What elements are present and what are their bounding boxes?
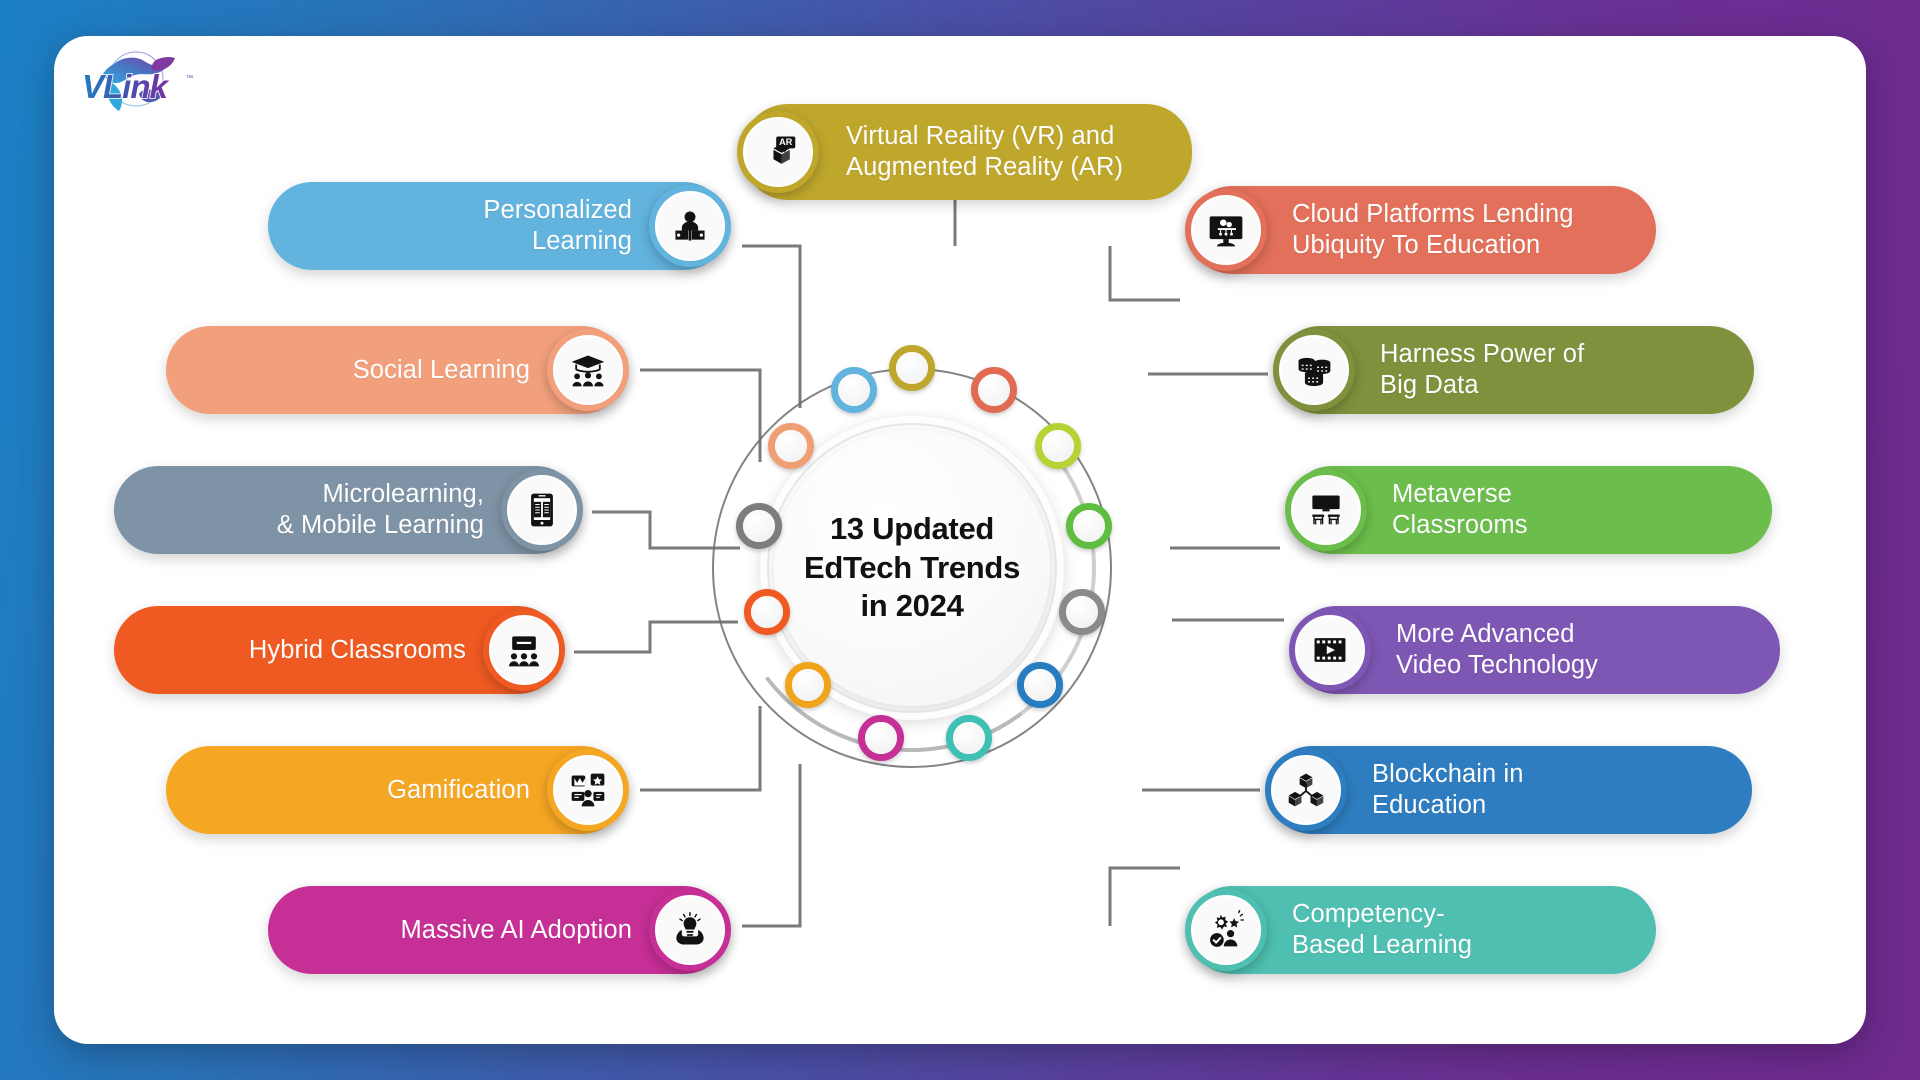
- cloud-monitor-icon: [1193, 197, 1259, 263]
- trend-label-big-data: Harness Power of Big Data: [1380, 340, 1585, 399]
- blockchain-cubes-icon: [1273, 757, 1339, 823]
- trend-pill-social-learning[interactable]: Social Learning: [166, 326, 629, 414]
- trend-label-microlearning: Microlearning, & Mobile Learning: [276, 480, 484, 539]
- trend-pill-metaverse[interactable]: Metaverse Classrooms: [1285, 466, 1772, 554]
- classroom-board-icon: [491, 617, 557, 683]
- badge-gamification: [547, 749, 629, 831]
- trend-label-hybrid: Hybrid Classrooms: [248, 635, 466, 664]
- trend-label-competency: Competency- Based Learning: [1292, 900, 1473, 959]
- badge-hybrid: [483, 609, 565, 691]
- trend-label-gamification: Gamification: [387, 775, 530, 804]
- svg-text:VLink: VLink: [82, 68, 169, 105]
- ring-node-blockchain[interactable]: [1017, 662, 1063, 708]
- center-hub: 13 Updated EdTech Trends in 2024: [704, 345, 1120, 776]
- ring-node-microlearning[interactable]: [736, 503, 782, 549]
- trend-pill-hybrid[interactable]: Hybrid Classrooms: [114, 606, 565, 694]
- trend-pill-video[interactable]: More Advanced Video Technology: [1289, 606, 1780, 694]
- competency-gear-icon: [1193, 897, 1259, 963]
- badge-microlearning: [501, 469, 583, 551]
- ar-cube-icon: AR: [745, 119, 811, 185]
- trademark-mark: ™: [186, 75, 193, 82]
- center-title: 13 Updated EdTech Trends in 2024: [803, 511, 1021, 624]
- graduation-group-icon: [555, 337, 621, 403]
- badge-competency: [1185, 889, 1267, 971]
- trend-pill-big-data[interactable]: Harness Power of Big Data: [1273, 326, 1754, 414]
- ring-node-massive-ai[interactable]: [858, 715, 904, 761]
- trend-label-social-learning: Social Learning: [352, 355, 530, 384]
- ring-node-vr-ar[interactable]: [889, 345, 935, 391]
- ring-node-big-data[interactable]: [1035, 423, 1081, 469]
- trend-pill-blockchain[interactable]: Blockchain in Education: [1265, 746, 1752, 834]
- badge-cloud: [1185, 189, 1267, 271]
- badge-massive-ai: [649, 889, 731, 971]
- ring-node-metaverse[interactable]: [1066, 503, 1112, 549]
- ring-node-cloud-platforms[interactable]: [971, 367, 1017, 413]
- ring-node-social-learning[interactable]: [768, 423, 814, 469]
- badge-blockchain: [1265, 749, 1347, 831]
- trend-pill-massive-ai[interactable]: Massive AI Adoption: [268, 886, 731, 974]
- trend-pill-vr-ar[interactable]: AR Virtual Reality (VR) and Augmented Re…: [737, 104, 1192, 200]
- ring-node-competency[interactable]: [946, 715, 992, 761]
- trend-label-video: More Advanced Video Technology: [1396, 620, 1598, 679]
- vlink-logo-mark: VLink ™: [81, 51, 193, 111]
- ring-node-video-technology[interactable]: [1059, 589, 1105, 635]
- vlink-logo[interactable]: VLink ™: [74, 48, 204, 122]
- trend-label-vr-ar: Virtual Reality (VR) and Augmented Reali…: [846, 122, 1124, 181]
- trend-label-cloud: Cloud Platforms Lending Ubiquity To Educ…: [1292, 200, 1574, 259]
- ring-node-personalized[interactable]: [831, 367, 877, 413]
- trend-pill-gamification[interactable]: Gamification: [166, 746, 629, 834]
- film-play-icon: [1297, 617, 1363, 683]
- person-reading-icon: [657, 193, 723, 259]
- database-stack-icon: [1281, 337, 1347, 403]
- ring-node-hybrid[interactable]: [744, 589, 790, 635]
- mobile-book-icon: [509, 477, 575, 543]
- trend-pill-cloud[interactable]: Cloud Platforms Lending Ubiquity To Educ…: [1185, 186, 1656, 274]
- trend-label-blockchain: Blockchain in Education: [1372, 760, 1524, 819]
- trend-label-massive-ai: Massive AI Adoption: [400, 915, 632, 944]
- ring-node-gamification[interactable]: [785, 662, 831, 708]
- trend-pill-personalized[interactable]: Personalized Learning: [268, 182, 731, 270]
- badge-video: [1289, 609, 1371, 691]
- hub-disc-inner: [774, 430, 1050, 706]
- svg-text:AR: AR: [779, 137, 793, 147]
- badge-personalized: [649, 185, 731, 267]
- badge-big-data: [1273, 329, 1355, 411]
- ai-hands-icon: [657, 897, 723, 963]
- badge-social-learning: [547, 329, 629, 411]
- badge-metaverse: [1285, 469, 1367, 551]
- trend-label-metaverse: Metaverse Classrooms: [1392, 480, 1528, 539]
- badge-vr-ar: AR: [737, 111, 819, 193]
- trend-pill-competency[interactable]: Competency- Based Learning: [1185, 886, 1656, 974]
- virtual-classroom-icon: [1293, 477, 1359, 543]
- trend-pill-microlearning[interactable]: Microlearning, & Mobile Learning: [114, 466, 583, 554]
- trend-label-personalized: Personalized Learning: [483, 196, 632, 255]
- game-badges-icon: [555, 757, 621, 823]
